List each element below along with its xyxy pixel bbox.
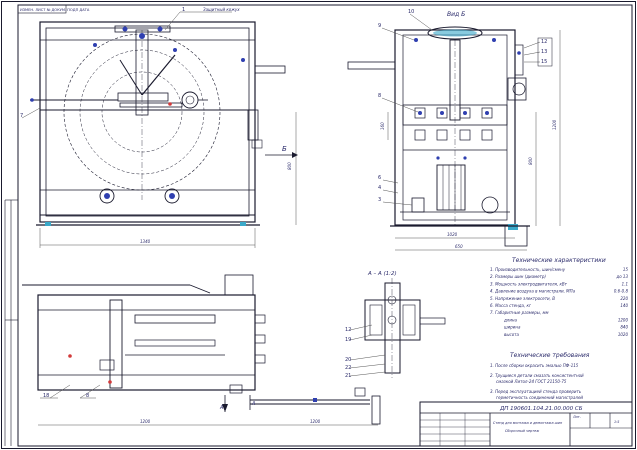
dim-side-small: 160 bbox=[380, 122, 385, 130]
title-block-subtitle: Сборочный чертеж bbox=[505, 429, 540, 433]
tech-char-label-1: 1. Производительность, шин/смену bbox=[490, 267, 566, 272]
arrow-b-label: Б bbox=[282, 145, 287, 153]
title-block-name: Стенд для монтажа и демонтажа шин bbox=[493, 421, 563, 425]
callout-bottom-8: 8 bbox=[86, 393, 89, 399]
tech-char-label-2: 2. Размеры шин (диаметр) bbox=[490, 274, 546, 279]
tech-requirements: Технические требования 1. После сборки о… bbox=[490, 352, 590, 400]
tech-char-label-10: высота bbox=[504, 332, 519, 337]
dim-side-width: 1020 bbox=[447, 232, 458, 237]
tech-char-label-3: 3. Мощность электродвигателя, кВт bbox=[490, 281, 568, 286]
callout-front-1: 1 bbox=[182, 7, 185, 13]
callout-bottom-18: 18 bbox=[43, 393, 49, 399]
dim-side-depth: 650 bbox=[455, 244, 463, 249]
callout-side-9: 9 bbox=[378, 23, 381, 29]
section-a-a: А – А (1:2) 12 19 20 22 21 bbox=[345, 271, 446, 379]
tech-char-value-4: 0.6-0.8 bbox=[614, 289, 629, 294]
tech-char-label-8: длина bbox=[503, 317, 518, 322]
callout-section-22: 22 bbox=[345, 365, 351, 371]
tech-char-label-9: ширина bbox=[504, 325, 521, 330]
title-block-lit: Лит. bbox=[572, 415, 581, 419]
tech-char-value-2: до 13 bbox=[615, 274, 628, 279]
section-title: А – А (1:2) bbox=[367, 271, 397, 277]
callout-section-20: 20 bbox=[345, 357, 351, 363]
callout-section-12: 12 bbox=[345, 327, 351, 333]
callout-side-3: 3 bbox=[378, 197, 381, 203]
tech-req-item-2b: смазкой Литол-24 ГОСТ 21150-75 bbox=[496, 379, 567, 384]
dim-side-height: 1200 bbox=[552, 119, 557, 130]
callout-side-4: 4 bbox=[378, 185, 381, 191]
callout-front-7: 7 bbox=[20, 113, 23, 119]
tech-char-label-6: 6. Масса стенда, кг bbox=[490, 303, 532, 308]
dim-side-mid: 800 bbox=[528, 157, 533, 165]
tech-char-title: Технические характеристики bbox=[512, 257, 606, 264]
tech-char-value-3: 1.1 bbox=[622, 281, 628, 286]
tech-char-value-9: 840 bbox=[620, 325, 628, 330]
sheet-frame-inner bbox=[17, 4, 633, 447]
dim-front-height: 800 bbox=[287, 162, 292, 170]
title-block: ДП 190601.104.21.00.000 СБ Стенд для мон… bbox=[419, 401, 633, 447]
callout-side-13: 13 bbox=[541, 49, 547, 55]
title-block-code: ДП 190601.104.21.00.000 СБ bbox=[499, 406, 583, 412]
note-protective-cover: Защитный кожух bbox=[203, 7, 240, 12]
tech-req-item-1: 1. После сборки окрасить эмалью ПФ-115 bbox=[490, 363, 579, 368]
callout-section-21: 21 bbox=[345, 373, 351, 379]
tech-char-label-4: 4. Давление воздуха в магистрали, МПа bbox=[490, 289, 576, 294]
front-view: 1340 800 1 Защитный кожух 7 Б bbox=[20, 7, 298, 248]
callout-section-19: 19 bbox=[345, 337, 351, 343]
callout-side-15: 15 bbox=[541, 59, 547, 65]
dim-front-width: 1340 bbox=[140, 239, 151, 244]
corner-stamp bbox=[17, 4, 67, 14]
arrow-a-label: А bbox=[219, 405, 224, 411]
plan-view: А А 1200 1200 18 8 bbox=[22, 274, 381, 426]
tech-char-value-5: 220 bbox=[620, 296, 628, 301]
callout-side-10: 10 bbox=[408, 9, 414, 15]
dim-bottom-len2: 1200 bbox=[310, 419, 321, 424]
tech-char-value-10: 1020 bbox=[618, 332, 629, 337]
tech-char-label-5: 5. Напряжение электросети, В bbox=[490, 296, 555, 301]
tech-char-label-7: 7. Габаритные размеры, мм bbox=[490, 310, 549, 315]
view-b-title: Вид Б bbox=[447, 11, 465, 18]
tech-char-value-8: 1200 bbox=[618, 317, 629, 322]
tech-char-value-1: 15 bbox=[623, 267, 629, 272]
tech-req-title: Технические требования bbox=[510, 352, 590, 359]
callout-side-12: 12 bbox=[541, 39, 547, 45]
tech-req-item-2a: 2. Трущиеся детали смазать консистентной bbox=[490, 373, 584, 378]
arrow-a-label-2: А bbox=[251, 401, 256, 407]
dim-bottom-len: 1200 bbox=[140, 419, 151, 424]
tech-char-value-6: 140 bbox=[620, 303, 628, 308]
corner-stamp-text: ИЗМЕН. ЛИСТ № ДОКУМ. ПОДП ДАТА bbox=[20, 8, 90, 12]
side-view: Вид Б bbox=[347, 9, 561, 251]
title-block-scale: 1:5 bbox=[614, 420, 619, 424]
callout-side-8: 8 bbox=[378, 93, 381, 99]
tech-characteristics: Технические характеристики 1. Производит… bbox=[490, 257, 628, 337]
tech-req-item-3a: 3. Перед эксплуатацией стенда проверить bbox=[490, 389, 582, 394]
callout-side-6: 6 bbox=[378, 175, 381, 181]
tech-req-item-3b: герметичность соединений магистралей bbox=[496, 395, 583, 400]
